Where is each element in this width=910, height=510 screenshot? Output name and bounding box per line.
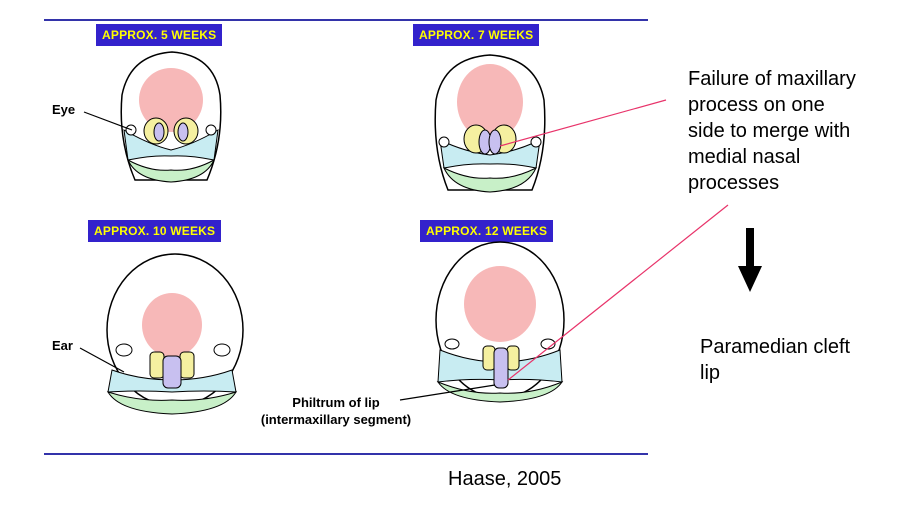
philtrum-label: Philtrum of lip (intermaxillary segment) xyxy=(236,394,436,428)
ear-label: Ear xyxy=(52,338,73,353)
embryo-10-weeks xyxy=(79,253,244,415)
stage-label-5-weeks: APPROX. 5 WEEKS xyxy=(96,24,223,46)
eye-label: Eye xyxy=(52,102,76,117)
failure-annotation: Failure of maxillary process on one side… xyxy=(688,68,856,194)
citation: Haase, 2005 xyxy=(448,468,562,490)
philtrum-label-line2: (intermaxillary segment) xyxy=(260,412,412,427)
embryo-5-weeks xyxy=(83,51,222,183)
pointer-line-7-weeks xyxy=(499,99,667,147)
stage-label-12-weeks: APPROX. 12 WEEKS xyxy=(420,220,554,242)
embryo-7-weeks xyxy=(434,54,546,193)
stage-label-7-weeks: APPROX. 7 WEEKS xyxy=(413,24,540,46)
stage-label-10-weeks: APPROX. 10 WEEKS xyxy=(88,220,222,242)
bottom-rule xyxy=(44,453,648,455)
embryo-12-weeks xyxy=(399,241,565,403)
pointer-line-12-weeks xyxy=(507,204,729,381)
result-annotation: Paramedian cleft lip xyxy=(700,336,851,384)
down-arrow-icon xyxy=(738,228,762,292)
top-rule xyxy=(44,19,648,21)
philtrum-label-line1: Philtrum of lip xyxy=(292,395,380,410)
